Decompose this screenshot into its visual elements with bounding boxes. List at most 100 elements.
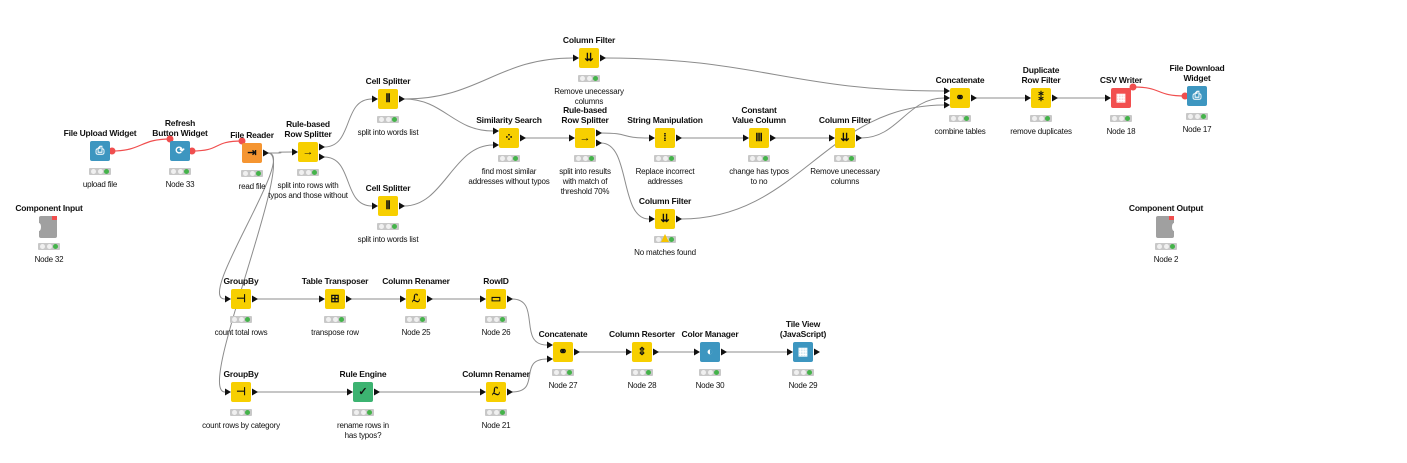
node-annotation[interactable]: Node 26 <box>481 328 511 337</box>
node-icon-box[interactable]: ⟳ <box>170 141 190 161</box>
node-title: Column Filter <box>562 35 616 45</box>
download-file-icon: ⎙ <box>1192 90 1202 102</box>
output-port <box>676 134 682 142</box>
node-status-traffic-light <box>1155 243 1177 250</box>
column-renamer-icon: ℒ <box>492 386 500 398</box>
node-annotation[interactable]: No matches found <box>634 248 696 257</box>
node-icon-box[interactable]: ⇊ <box>655 209 675 229</box>
node-icon-box[interactable]: ⇊ <box>835 128 855 148</box>
node-annotation[interactable]: Remove unecessary columns <box>810 167 880 186</box>
node-icon-box[interactable]: ⇊ <box>579 48 599 68</box>
node-title: Column Filter <box>638 196 692 206</box>
node-annotation[interactable]: split into rows with typos and those wit… <box>268 181 348 200</box>
node-status-traffic-light <box>498 155 520 162</box>
node-status-traffic-light <box>631 369 653 376</box>
node-icon-box[interactable]: ▦ <box>793 342 813 362</box>
node-annotation[interactable]: Node 17 <box>1182 125 1212 134</box>
node-annotation[interactable]: remove duplicates <box>1010 127 1072 136</box>
node-title: File Reader <box>230 130 274 140</box>
node-annotation[interactable]: split into results with match of thresho… <box>559 167 611 196</box>
node-icon-box[interactable]: → <box>298 142 318 162</box>
node-status-traffic-light <box>578 75 600 82</box>
node-status-traffic-light <box>792 369 814 376</box>
node-annotation[interactable]: Node 27 <box>548 381 578 390</box>
node-icon-box[interactable]: ⁘ <box>499 128 519 148</box>
color-manager-icon: ◐ <box>706 346 714 358</box>
string-manipulation-icon: ⁞ <box>663 132 667 144</box>
node-annotation[interactable]: Node 28 <box>627 381 657 390</box>
node-annotation[interactable]: split into words list <box>357 235 419 244</box>
node-annotation[interactable]: Node 25 <box>401 328 431 337</box>
groupby-icon: ⊣ <box>236 386 246 398</box>
node-annotation[interactable]: count total rows <box>214 328 268 337</box>
node-annotation[interactable]: Node 30 <box>695 381 725 390</box>
node-icon-box[interactable]: ✓ <box>353 382 373 402</box>
node-icon-box[interactable]: ⎙ <box>1187 86 1207 106</box>
node-annotation[interactable]: transpose row <box>311 328 359 337</box>
node-icon-box[interactable]: ⎙ <box>90 141 110 161</box>
concatenate-icon: ⚭ <box>558 346 568 358</box>
node-annotation[interactable]: Replace incorrect addresses <box>635 167 695 186</box>
node-annotation[interactable]: upload file <box>82 180 118 189</box>
table-transposer-icon: ⊞ <box>330 293 340 305</box>
node-icon-box[interactable]: ⊣ <box>231 382 251 402</box>
rowid-icon: ▭ <box>490 293 502 305</box>
node-icon-box[interactable]: ⇥ <box>242 143 262 163</box>
cell-splitter-icon: ⫴ <box>385 200 391 212</box>
node-icon-box[interactable]: ⚭ <box>553 342 573 362</box>
node-status-traffic-light <box>169 168 191 175</box>
node-icon-box[interactable]: ⁑ <box>1031 88 1051 108</box>
node-annotation[interactable]: Node 33 <box>165 180 195 189</box>
flow-port[interactable] <box>1169 216 1174 220</box>
node-icon-box[interactable]: ⊣ <box>231 289 251 309</box>
node-annotation[interactable]: Node 21 <box>481 421 511 430</box>
output-port <box>319 153 325 161</box>
node-annotation[interactable]: find most similar addresses without typo… <box>468 167 550 186</box>
node-status-traffic-light <box>574 155 596 162</box>
node-annotation[interactable]: count rows by category <box>202 421 280 430</box>
node-icon-box[interactable]: ℒ <box>486 382 506 402</box>
node-icon-box[interactable]: ⇕ <box>632 342 652 362</box>
node-icon-box[interactable]: ▭ <box>486 289 506 309</box>
node-title: RowID <box>483 276 509 286</box>
node-annotation[interactable]: combine tables <box>934 127 986 136</box>
node-title: String Manipulation <box>627 115 703 125</box>
node-annotation[interactable]: rename rows in has typos? <box>337 421 389 440</box>
node-status-traffic-light <box>230 409 252 416</box>
node-icon-box[interactable]: ⁞ <box>655 128 675 148</box>
node-icon-box[interactable]: Ⅲ <box>749 128 769 148</box>
node-icon-box[interactable] <box>1156 216 1176 238</box>
node-annotation[interactable]: read file <box>238 182 266 191</box>
node-icon-box[interactable] <box>37 216 57 238</box>
output-port <box>520 134 526 142</box>
node-title: Concatenate <box>935 75 985 85</box>
node-annotation[interactable]: Node 2 <box>1153 255 1179 264</box>
node-title: Column Resorter <box>609 329 675 339</box>
node-status-traffic-light <box>748 155 770 162</box>
node-annotation[interactable]: change has typos to no <box>729 167 789 186</box>
node-annotation[interactable]: Node 18 <box>1106 127 1136 136</box>
node-icon-box[interactable]: → <box>575 128 595 148</box>
node-status-traffic-light <box>1030 115 1052 122</box>
node-icon-box[interactable]: ℒ <box>406 289 426 309</box>
node-icon-box[interactable]: ▦ <box>1111 88 1131 108</box>
node-icon-box[interactable]: ⊞ <box>325 289 345 309</box>
node-annotation[interactable]: Remove unecessary columns <box>554 87 624 106</box>
csv-writer-icon: ▦ <box>1115 92 1127 104</box>
node-annotation[interactable]: Node 29 <box>788 381 818 390</box>
output-port <box>319 143 325 151</box>
node-status-traffic-light <box>352 409 374 416</box>
node-icon-box[interactable]: ⫴ <box>378 89 398 109</box>
node-annotation[interactable]: Node 32 <box>34 255 64 264</box>
node-status-traffic-light <box>1110 115 1132 122</box>
node-icon-box[interactable]: ⫴ <box>378 196 398 216</box>
refresh-icon: ⟳ <box>175 145 185 157</box>
node-annotation[interactable]: split into words list <box>357 128 419 137</box>
node-status-traffic-light <box>324 316 346 323</box>
node-icon-box[interactable]: ◐ <box>700 342 720 362</box>
flow-port[interactable] <box>52 216 57 220</box>
node-icon-box[interactable]: ⚭ <box>950 88 970 108</box>
output-port <box>770 134 776 142</box>
node-status-traffic-light <box>834 155 856 162</box>
